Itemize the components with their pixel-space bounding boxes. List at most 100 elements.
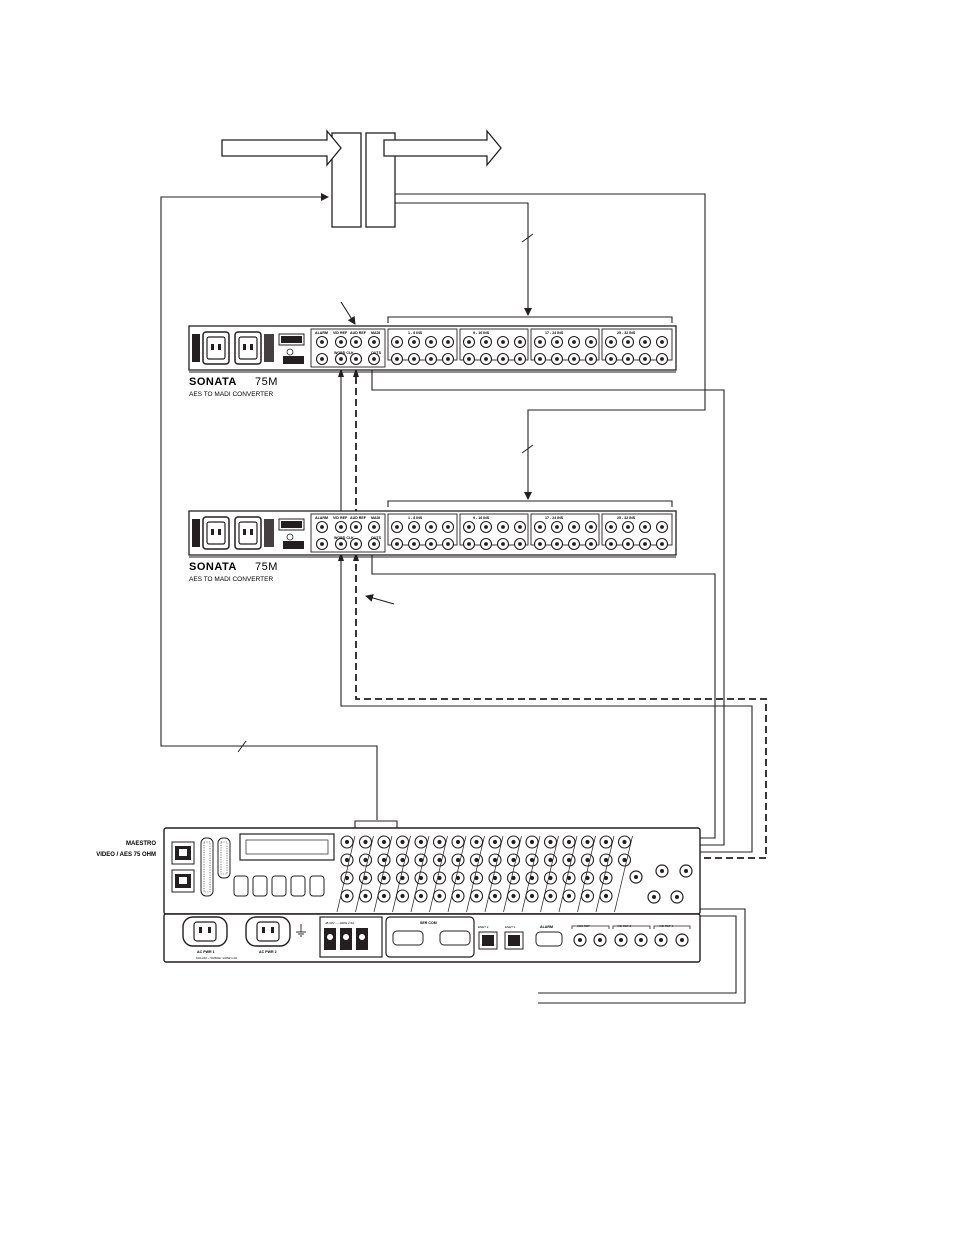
aes-input-bnc xyxy=(462,335,476,349)
group-label-1: 1 - 8 INS xyxy=(408,516,423,520)
maestro-bnc-connector xyxy=(358,835,373,849)
aes-input-bnc xyxy=(550,335,564,349)
panel-divider-line xyxy=(429,835,448,913)
alarm-label: ALARM xyxy=(315,516,328,520)
aes-input-bnc xyxy=(604,520,618,534)
group-label-2: 9 - 16 INS xyxy=(473,516,490,520)
maestro-bnc-connector xyxy=(451,835,465,849)
aes-input-bnc xyxy=(638,520,652,534)
panel-divider-line xyxy=(577,835,596,913)
aes-input-bnc xyxy=(496,520,510,534)
maestro-bnc-connector xyxy=(377,853,391,867)
panel-divider-line xyxy=(521,835,541,913)
maestro-bnc-connector xyxy=(562,889,576,903)
madi-label: MADI xyxy=(371,331,380,335)
ac-rating-label: 100-240 ~ 50/60Hz 100W 1.0A xyxy=(196,956,237,960)
group-label-4: 25 - 32 INS xyxy=(617,331,636,335)
group-label-4: 25 - 32 INS xyxy=(617,516,636,520)
aes-input-bnc xyxy=(533,520,547,534)
maestro-bnc-connector xyxy=(340,835,354,849)
maestro-bnc-connector xyxy=(580,871,595,885)
maestro-ser-com xyxy=(385,916,475,958)
maestro-bnc-grid xyxy=(336,835,633,913)
panel-divider-line xyxy=(466,835,485,913)
maestro-bnc-connector xyxy=(377,889,391,903)
aes-input-bnc xyxy=(567,335,581,349)
panel-divider-line xyxy=(558,835,578,913)
dip-switch xyxy=(278,518,305,549)
maestro-bnc-connector xyxy=(395,889,410,903)
maestro-bnc-connector xyxy=(543,889,558,903)
aes-input-bnc xyxy=(462,537,476,551)
power-inlet-b xyxy=(234,516,262,550)
aes-input-bnc xyxy=(584,537,598,551)
maestro-bnc-connector xyxy=(617,835,632,849)
aes-input-bnc xyxy=(390,520,404,534)
bus-slash-2 xyxy=(521,444,534,454)
input-group-frame xyxy=(530,513,600,546)
ref-bnc-connector xyxy=(334,520,348,534)
maestro-reference-bncs xyxy=(629,864,693,904)
aes-input-bnc xyxy=(550,352,564,366)
maestro-bnc-connector xyxy=(599,835,613,849)
group-label-3: 17 - 24 INS xyxy=(545,331,564,335)
aes-input-bnc xyxy=(584,335,598,349)
alarm-label: ALARM xyxy=(540,925,553,929)
power-inlet-a xyxy=(202,516,230,550)
maestro-bnc-connector xyxy=(488,871,502,885)
word-clk-label: WORD CLK xyxy=(334,536,354,540)
maestro-router-frame: AC PWR 1 AC PWR 2 100-240 ~ 50/60Hz 100W… xyxy=(163,827,701,963)
aes-input-bnc xyxy=(604,335,618,349)
maestro-bnc-connector xyxy=(340,889,354,903)
converter-1-brand: SONATA xyxy=(189,376,237,388)
aes-input-bnc xyxy=(655,537,669,551)
panel-divider-line xyxy=(336,835,356,913)
word-clk-label: WORD CLK xyxy=(334,351,354,355)
maestro-bnc-connector xyxy=(414,889,428,903)
aes-input-bnc xyxy=(479,537,493,551)
maestro-bnc-connector xyxy=(432,889,447,903)
converter-2-description: AES TO MADI CONVERTER xyxy=(189,576,273,583)
maestro-bnc-connector xyxy=(580,889,595,903)
aes-input-bnc xyxy=(424,537,438,551)
panel-divider-line xyxy=(614,835,633,913)
word-clock-dashed-wire xyxy=(355,366,767,880)
maestro-alarm-port xyxy=(535,931,563,947)
aes-input-bnc xyxy=(496,537,510,551)
converter-1-description: AES TO MADI CONVERTER xyxy=(189,391,273,398)
ref-bnc-connector xyxy=(349,352,363,366)
converter-1-input-bracket xyxy=(387,316,673,323)
converter-1-model: 75M xyxy=(255,376,278,388)
input-group-frame xyxy=(530,328,600,361)
maestro-bnc-connector xyxy=(340,871,354,885)
aes-input-bnc xyxy=(407,352,421,366)
ref-bnc-connector xyxy=(349,520,363,534)
panel-divider-line xyxy=(447,835,467,913)
maestro-bnc-connector xyxy=(358,871,373,885)
ref-bnc-connector xyxy=(334,537,348,551)
maestro-enet-ports xyxy=(478,931,524,950)
callout-pointer-middle xyxy=(365,594,395,605)
ref-bnc-connector xyxy=(367,352,381,366)
aes-input-bnc xyxy=(496,335,510,349)
input-arrow-shape xyxy=(221,129,342,167)
aes-input-bnc xyxy=(479,335,493,349)
maestro-bnc-connector xyxy=(469,871,484,885)
vid-ref-label: VID REF xyxy=(333,331,348,335)
maestro-bnc-connector xyxy=(340,853,354,867)
power-inlet-a xyxy=(202,331,230,365)
maestro-bnc-connector xyxy=(617,853,632,867)
aud-ref-label: AUD REF xyxy=(350,331,367,335)
feed-to-converter-2-inputs xyxy=(395,193,706,500)
group-label-2: 9 - 16 INS xyxy=(473,331,490,335)
maestro-bnc-connector xyxy=(599,889,613,903)
maestro-bnc-connector xyxy=(543,835,558,849)
aes-input-bnc xyxy=(441,352,455,366)
converter-2-input-bracket xyxy=(387,500,673,507)
maestro-bnc-connector xyxy=(432,835,447,849)
panel-divider-line xyxy=(355,835,374,913)
maestro-bnc-connector xyxy=(414,835,428,849)
maestro-bnc-connector xyxy=(469,889,484,903)
aes-input-bnc xyxy=(407,520,421,534)
aes-input-bnc xyxy=(424,520,438,534)
